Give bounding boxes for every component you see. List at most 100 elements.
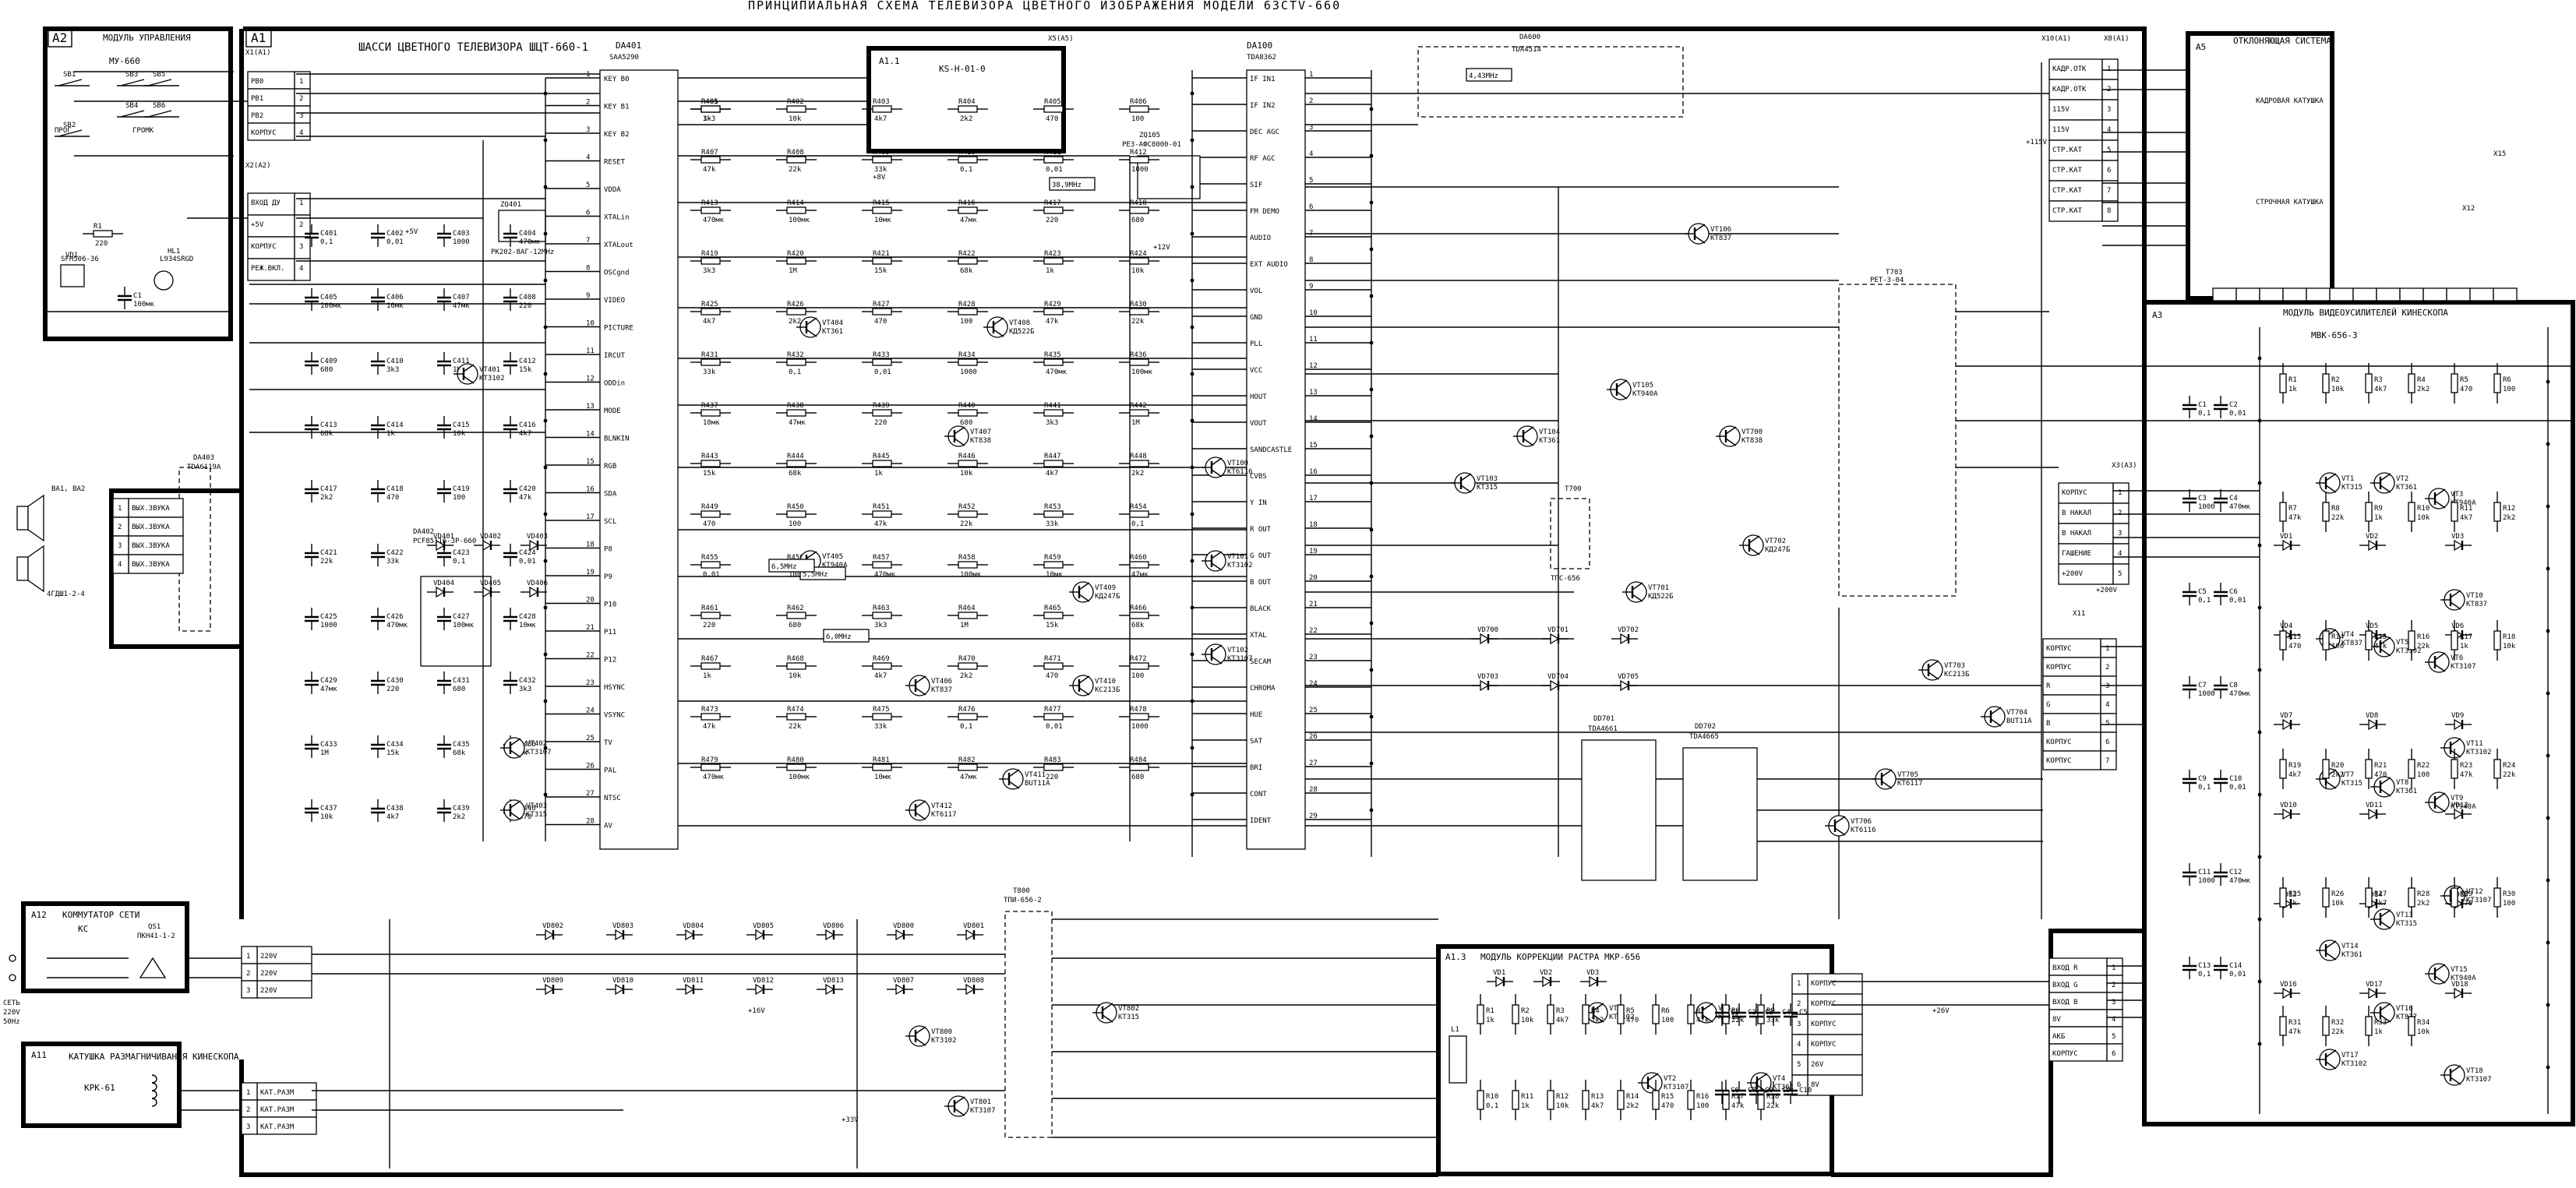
resistor-label: R402 xyxy=(787,98,804,106)
diode-label: VD6 xyxy=(2451,622,2464,630)
resistor-value: 4k7 xyxy=(874,115,887,123)
ic-pin-number: 14 xyxy=(586,431,595,439)
block-a5-label-vertical: КАДРОВАЯ КАТУШКА xyxy=(2256,97,2324,105)
transistor-label: VT9 xyxy=(2451,795,2463,802)
wire xyxy=(954,1108,965,1116)
diode-label: VD811 xyxy=(683,977,704,985)
capacitor-label: C10 xyxy=(1799,1087,1812,1095)
capacitor-value: 680 xyxy=(453,686,465,693)
resistor-label: R3 xyxy=(2374,376,2383,384)
resistor xyxy=(1129,206,1149,214)
resistor-label: R404 xyxy=(958,98,976,106)
resistor xyxy=(958,460,978,467)
resistor xyxy=(786,257,806,265)
resistor-value: 15k xyxy=(1046,622,1059,629)
wire xyxy=(2325,1049,2337,1058)
transistor-label: VT3 xyxy=(2451,491,2463,499)
resistor-label: R29 xyxy=(2460,890,2472,898)
resistor xyxy=(700,358,721,366)
resistor xyxy=(786,460,806,467)
transistor-type: КТ3107 xyxy=(2451,663,2476,671)
junction xyxy=(2257,855,2262,859)
transistor-label: VT101 xyxy=(1227,553,1248,561)
capacitor-label: C408 xyxy=(519,294,536,301)
diode xyxy=(2454,718,2464,731)
frequency-box xyxy=(1466,68,1512,82)
capacitor-value: 470 xyxy=(519,813,531,821)
transformer-t703-type: РЕТ-3-04 xyxy=(1870,277,1904,284)
frequency-label: 4,43MHz xyxy=(1469,72,1498,80)
resistor-label: R435 xyxy=(1044,351,1061,359)
resistor-value: 470 xyxy=(1046,115,1058,123)
ic-pin-name: VIDEO xyxy=(604,297,625,305)
ic-pin-number: 15 xyxy=(1309,442,1318,449)
connector-pin-number xyxy=(2106,1043,2123,1062)
connector-cell xyxy=(2048,119,2103,141)
diode xyxy=(1589,975,1599,988)
resistor-label: R464 xyxy=(958,605,976,612)
resistor xyxy=(1129,510,1149,518)
ic-dd701-type: TDA4661 xyxy=(1588,725,1618,733)
connector-pin-label: КОРПУС xyxy=(1811,1000,1837,1008)
capacitor-label: C434 xyxy=(386,741,404,749)
junction xyxy=(2546,629,2550,633)
transistor-label: VT105 xyxy=(1632,382,1653,390)
wire xyxy=(1593,1014,1604,1023)
ic-pin-name: BLNKIN xyxy=(604,435,630,443)
wire xyxy=(1632,582,1643,590)
ic-pin-name: IRCUT xyxy=(604,352,626,360)
transistor-type: КТ838 xyxy=(1741,437,1763,445)
wire xyxy=(1881,781,1893,789)
capacitor-label: C11 xyxy=(2198,869,2211,876)
ic-pin-name: PICTURE xyxy=(604,325,633,333)
ic-pin-number: 9 xyxy=(1309,283,1313,291)
junction xyxy=(2257,418,2262,423)
resistor xyxy=(872,510,892,518)
resistor xyxy=(1477,1090,1484,1110)
resistor-value: 10k xyxy=(2331,900,2345,908)
transistor-label: VT412 xyxy=(931,802,952,810)
resistor xyxy=(872,308,892,316)
junction xyxy=(1369,107,1374,111)
capacitor-value: 0,1 xyxy=(453,558,465,566)
ic-pin-number: 5 xyxy=(1309,177,1313,185)
resistor-label: R12 xyxy=(2503,505,2515,513)
resistor-value: 15k xyxy=(703,470,716,478)
capacitor-value: 10мк xyxy=(519,622,536,629)
resistor-label: R2 xyxy=(1521,1007,1530,1015)
resistor xyxy=(872,561,892,569)
resistor-label: R18 xyxy=(2503,633,2515,641)
resistor-value: 47k xyxy=(874,520,887,528)
resistor-value: 47k xyxy=(2460,771,2473,779)
junction xyxy=(1369,340,1374,345)
capacitor-label: C410 xyxy=(386,358,404,365)
wire xyxy=(993,317,1004,326)
kinescope-socket-pin xyxy=(2469,287,2494,301)
connector-pin-number-text: 3 xyxy=(2118,530,2122,538)
ic-pin-name: SCL xyxy=(604,518,616,526)
diode xyxy=(482,539,492,552)
diode-label: VD13 xyxy=(2280,891,2297,899)
resistor xyxy=(700,308,721,316)
capacitor-value: 220 xyxy=(386,686,399,693)
resistor-value: 1k xyxy=(1046,267,1054,275)
ic-pin-number: 28 xyxy=(586,818,595,826)
diode-label: VD813 xyxy=(823,977,844,985)
ic-pin-name: KEY B1 xyxy=(604,104,630,111)
junction xyxy=(1190,792,1194,797)
transistor-type: КТ6116 xyxy=(1851,827,1876,834)
wire xyxy=(1834,827,1846,836)
ic-pin-name: P9 xyxy=(604,573,612,581)
resistor-label: R21 xyxy=(2374,762,2387,770)
ir-receiver-label: VD1 xyxy=(65,252,78,259)
ic-pin-number: 19 xyxy=(586,569,595,576)
capacitor-label: C411 xyxy=(453,358,470,365)
junction xyxy=(2257,1042,2262,1046)
warning-triangle-icon xyxy=(139,957,167,978)
ic-da401-label: DA401 xyxy=(616,41,641,51)
ic-pin-name: RESET xyxy=(604,159,626,167)
resistor-value: 47k xyxy=(703,166,716,174)
connector-pin-label: ВХОД ДУ xyxy=(251,199,281,207)
